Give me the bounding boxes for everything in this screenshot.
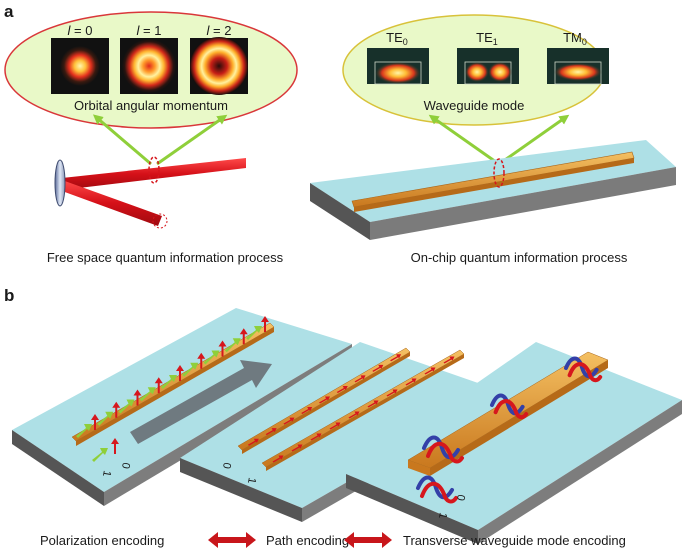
polarization-slab-top bbox=[12, 308, 352, 492]
mode-bit-0: 0 bbox=[454, 493, 467, 501]
wg-mode-label-0: TE0 bbox=[386, 30, 408, 47]
polarization-input-arrows bbox=[92, 438, 119, 462]
path-arrow bbox=[367, 400, 379, 408]
path-arrow bbox=[265, 428, 277, 436]
panel-b-letter: b bbox=[4, 286, 14, 305]
oam-mode-image-1 bbox=[120, 38, 178, 94]
path-arrow bbox=[283, 417, 295, 425]
path-arrow bbox=[319, 396, 330, 404]
waveguide-mode-title: Waveguide mode bbox=[424, 98, 525, 113]
oam-mode-label-0: l = 0 bbox=[68, 23, 93, 38]
path-caption: Path encoding bbox=[266, 533, 349, 548]
mode-profile bbox=[422, 435, 464, 464]
wg-mode-label-1: TE1 bbox=[476, 30, 498, 47]
bit-labels: 0 1 0 1 0 1 bbox=[100, 461, 467, 519]
waveguide-mode-bubble: TE0 TE1 TM0 Waveguide mode bbox=[342, 14, 609, 126]
polarization-arrow-pair bbox=[76, 414, 99, 438]
path-arrow bbox=[329, 422, 341, 430]
on-chip-caption: On-chip quantum information process bbox=[411, 250, 628, 265]
free-space-beam-upper bbox=[62, 158, 246, 190]
polarization-arrow-pair bbox=[139, 377, 163, 402]
wg-mode-image-1 bbox=[457, 48, 519, 85]
path-arrow bbox=[424, 367, 436, 375]
polarization-arrow-pair bbox=[161, 365, 184, 389]
oam-mode-label-1: l = 1 bbox=[137, 23, 162, 38]
propagation-arrow bbox=[130, 360, 272, 444]
polarization-arrow-pair bbox=[97, 401, 121, 426]
waveguide-green-arrows bbox=[428, 114, 570, 164]
mirror-icon bbox=[54, 159, 66, 207]
polarization-arrow-pair bbox=[182, 352, 206, 377]
transverse-caption: Transverse waveguide mode encoding bbox=[403, 533, 626, 548]
oam-bubble: l = 0 l = 1 l = 2 Orbital angular moment… bbox=[4, 11, 298, 129]
transverse-mode-profiles bbox=[416, 356, 603, 504]
pol-bit-1: 1 bbox=[100, 469, 113, 477]
wg-mode-image-0 bbox=[367, 48, 429, 85]
polarization-caption: Polarization encoding bbox=[40, 533, 164, 548]
oam-mode-label-2: l = 2 bbox=[207, 23, 232, 38]
polarization-arrows bbox=[76, 316, 269, 462]
double-arrow-icon bbox=[208, 532, 256, 548]
path-arrows bbox=[247, 354, 455, 463]
oam-mode-image-0 bbox=[51, 38, 109, 94]
oam-mode-image-2 bbox=[190, 37, 248, 95]
wg-mode-image-2 bbox=[547, 48, 609, 85]
path-arrow bbox=[386, 389, 398, 397]
mode-bit-1: 1 bbox=[436, 511, 449, 519]
path-arrow bbox=[336, 385, 348, 393]
pol-bit-0: 0 bbox=[119, 461, 132, 469]
oam-title: Orbital angular momentum bbox=[74, 98, 228, 113]
path-bit-1: 1 bbox=[245, 476, 258, 484]
path-arrow bbox=[354, 375, 366, 383]
waveguide-crosssection-icon bbox=[493, 158, 505, 188]
path-arrow bbox=[348, 411, 360, 419]
mode-profile bbox=[490, 393, 529, 420]
chip-substrate-side-left bbox=[310, 183, 370, 240]
free-space-beam-lower bbox=[62, 180, 162, 226]
on-chip-setup bbox=[310, 140, 676, 240]
path-arrow bbox=[301, 407, 313, 415]
oam-crosssection-icon bbox=[148, 156, 160, 184]
path-arrow bbox=[372, 364, 384, 372]
path-arrow bbox=[310, 433, 322, 441]
path-bit-0: 0 bbox=[220, 461, 233, 469]
path-arrow bbox=[405, 378, 417, 386]
double-arrow-icon bbox=[344, 532, 392, 548]
free-space-caption: Free space quantum information process bbox=[47, 250, 284, 265]
path-arrow bbox=[247, 438, 259, 446]
panel-a-letter: a bbox=[4, 2, 14, 21]
free-space-setup bbox=[54, 156, 246, 229]
mode-profile bbox=[564, 356, 603, 383]
polarization-arrow-pair bbox=[224, 328, 248, 353]
wg-mode-label-2: TM0 bbox=[563, 30, 587, 47]
beam-spot bbox=[152, 213, 168, 229]
path-arrow bbox=[272, 455, 284, 463]
path-arrow bbox=[390, 354, 402, 362]
polarization-arrow-pair bbox=[246, 316, 269, 340]
mode-profile bbox=[416, 475, 458, 504]
oam-green-arrows bbox=[92, 114, 228, 166]
polarization-arrow-pair bbox=[203, 340, 227, 365]
chip-substrate-side-front bbox=[370, 167, 676, 240]
path-arrow bbox=[443, 356, 455, 364]
polarization-arrow-pair bbox=[118, 389, 142, 414]
path-arrow bbox=[291, 444, 303, 452]
